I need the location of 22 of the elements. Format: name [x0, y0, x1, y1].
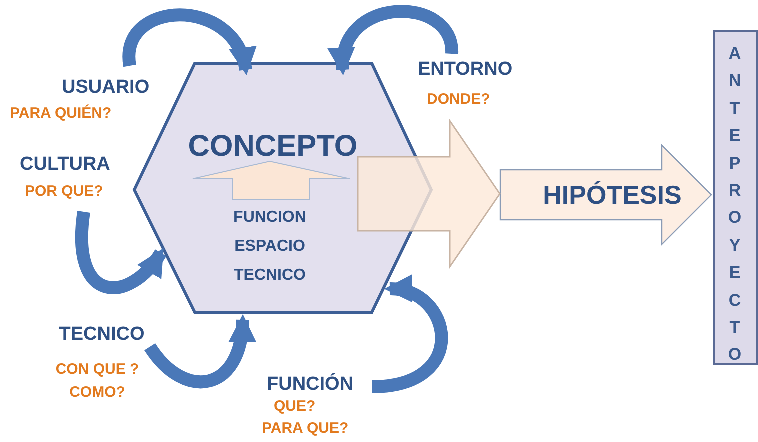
question-text: POR QUE?	[25, 182, 104, 202]
question-text: CON QUE ? COMO?	[54, 360, 140, 403]
curved-arrow	[123, 8, 254, 76]
category-label: FUNCIÓN	[267, 374, 355, 396]
concept-list: FUNCION ESPACIO TECNICO	[210, 203, 330, 290]
category-label: CULTURA	[20, 154, 112, 176]
vertical-label: ANTEPROYECTO	[727, 43, 743, 366]
curved-arrow	[371, 278, 448, 394]
category-label: USUARIO	[62, 77, 151, 99]
question-text: PARA QUIÉN?	[10, 104, 113, 124]
hypothesis-text: HIPÓTESIS	[542, 180, 683, 211]
block-arrow-shape	[500, 145, 712, 245]
curved-arrow	[144, 314, 256, 389]
block-arrow	[357, 118, 501, 270]
question-text: DONDE?	[427, 90, 492, 110]
question-text: QUE? PARA QUE?	[262, 397, 350, 439]
category-label: ENTORNO	[418, 59, 514, 81]
category-label: TECNICO	[58, 324, 146, 346]
title-text: CONCEPTO	[187, 130, 359, 164]
curved-arrow	[330, 5, 458, 76]
vertical-box	[713, 30, 758, 365]
curved-arrow	[76, 211, 166, 294]
